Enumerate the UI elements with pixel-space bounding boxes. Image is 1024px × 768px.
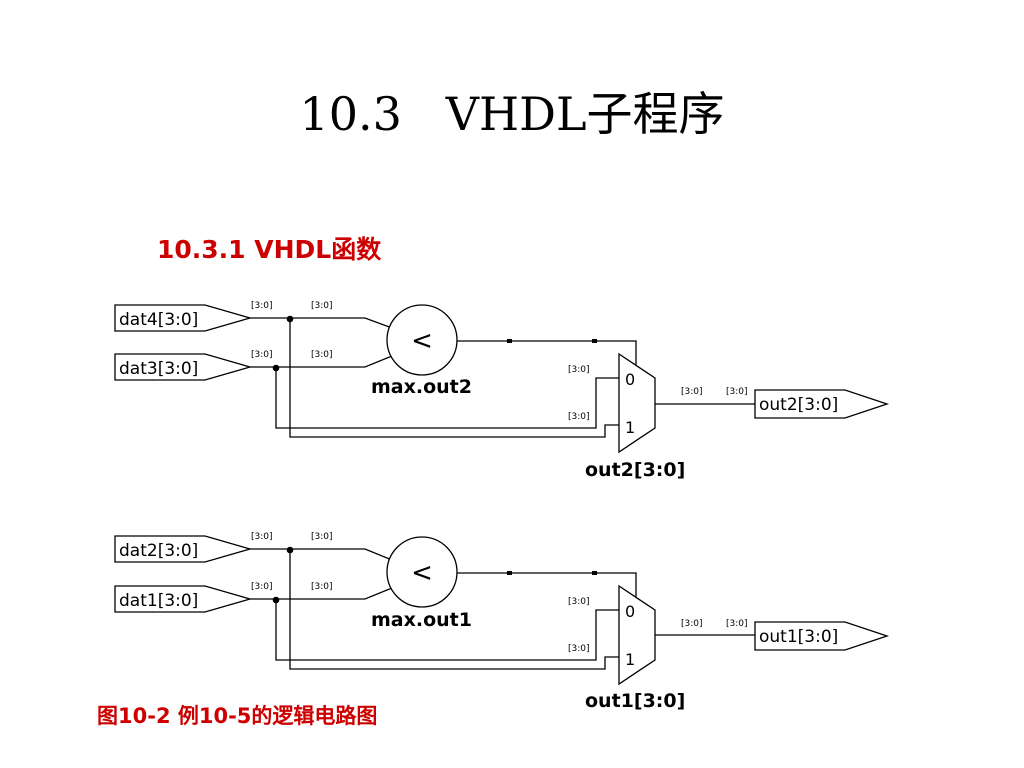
- slide-title: 10.3 VHDL子程序: [299, 87, 725, 141]
- bus-label: [3:0]: [681, 387, 703, 397]
- input-port-dat1: [114, 585, 253, 613]
- bus-label: [3:0]: [251, 582, 273, 592]
- bus-label: [3:0]: [681, 619, 703, 629]
- output-port-out1-label: out1[3:0]: [759, 627, 838, 647]
- wire-marker: [592, 571, 597, 575]
- wire-marker: [507, 571, 512, 575]
- comparator-name: max.out1: [371, 609, 472, 631]
- input-port-dat2-label: dat2[3:0]: [119, 541, 198, 561]
- input-port-dat3-label: dat3[3:0]: [119, 359, 198, 379]
- section-heading: 10.3.1 VHDL函数: [157, 235, 382, 264]
- wire-dat1: [250, 587, 393, 600]
- wire-mux-in0: [275, 600, 619, 661]
- bus-label: [3:0]: [726, 619, 748, 629]
- mux-name: out1[3:0]: [585, 690, 685, 712]
- input-port-dat1-label: dat1[3:0]: [119, 591, 198, 611]
- wire-dat4: [250, 317, 393, 329]
- bus-label: [3:0]: [251, 532, 273, 542]
- mux-input-0-label: 0: [625, 602, 635, 621]
- mux-input-1-label: 1: [625, 418, 635, 437]
- multiplexer-out1: [618, 584, 656, 686]
- comparator-max-out1: [386, 536, 458, 608]
- output-port-out2: [754, 389, 890, 419]
- bus-label: [3:0]: [311, 350, 333, 360]
- multiplexer-out2: [618, 352, 656, 454]
- comparator-max-out2: [386, 304, 458, 376]
- circuit-max-out2: dat4[3:0] dat3[3:0] [3:0] [3:0] [3:0] [3…: [114, 301, 890, 481]
- wire-mux-in0: [275, 368, 619, 429]
- bus-label: [3:0]: [568, 365, 590, 375]
- bus-label: [3:0]: [568, 644, 590, 654]
- bus-label: [3:0]: [726, 387, 748, 397]
- wire-dat2: [250, 548, 393, 561]
- output-port-out1: [754, 621, 890, 651]
- bus-label: [3:0]: [251, 301, 273, 311]
- less-than-symbol: <: [411, 326, 433, 356]
- input-port-dat3: [114, 353, 253, 381]
- bus-label: [3:0]: [568, 597, 590, 607]
- wire-mux-in1: [289, 319, 619, 438]
- wire-select: [457, 572, 637, 598]
- circuit-max-out1: dat2[3:0] dat1[3:0] [3:0] [3:0] [3:0] [3…: [114, 532, 890, 712]
- output-port-out2-label: out2[3:0]: [759, 395, 838, 415]
- mux-name: out2[3:0]: [585, 459, 685, 481]
- wire-mux-in1: [289, 550, 619, 670]
- bus-label: [3:0]: [311, 301, 333, 311]
- mux-input-0-label: 0: [625, 370, 635, 389]
- wire-marker: [592, 339, 597, 343]
- bus-label: [3:0]: [251, 350, 273, 360]
- bus-label: [3:0]: [311, 582, 333, 592]
- mux-input-1-label: 1: [625, 650, 635, 669]
- bus-label: [3:0]: [568, 412, 590, 422]
- bus-label: [3:0]: [311, 532, 333, 542]
- input-port-dat4: [114, 304, 253, 332]
- less-than-symbol: <: [411, 558, 433, 588]
- wire-select: [457, 340, 637, 366]
- figure-caption: 图10-2 例10-5的逻辑电路图: [97, 704, 378, 728]
- input-port-dat2: [114, 535, 253, 563]
- wire-dat3: [250, 355, 393, 368]
- wire-marker: [507, 339, 512, 343]
- comparator-name: max.out2: [371, 376, 472, 398]
- input-port-dat4-label: dat4[3:0]: [119, 310, 198, 330]
